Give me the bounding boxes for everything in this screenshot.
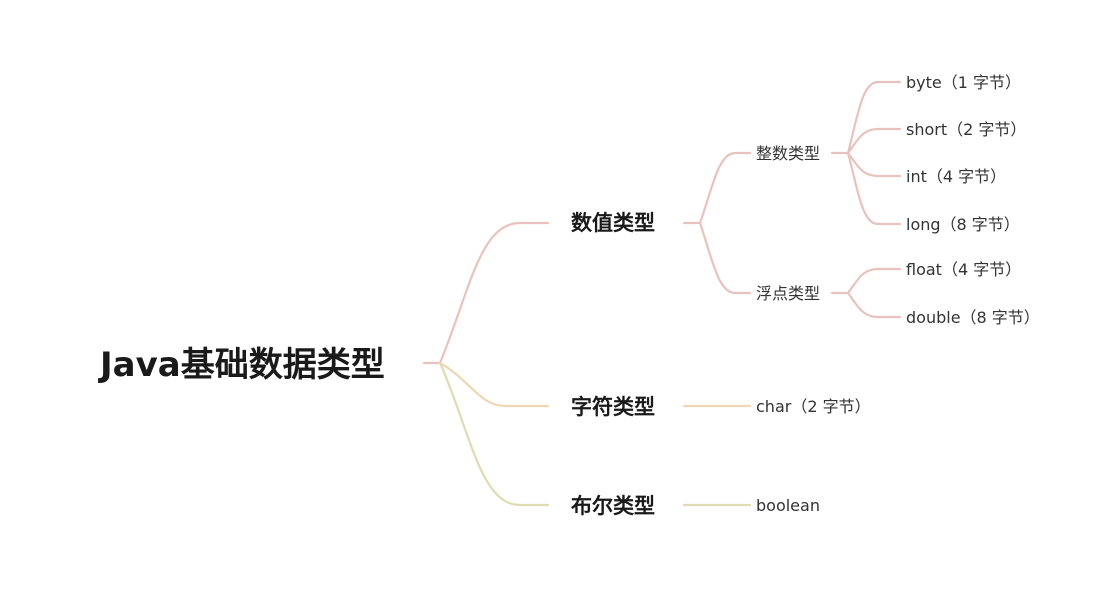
leaf-byte[interactable]: byte（1 字节） xyxy=(906,73,1021,92)
link-float-double xyxy=(846,291,902,319)
leaf-double[interactable]: double（8 字节） xyxy=(906,308,1040,327)
leaf-short[interactable]: short（2 字节） xyxy=(906,120,1026,139)
connectors xyxy=(422,80,902,507)
leaf-boolean[interactable]: boolean xyxy=(756,496,820,515)
link-root-numeric xyxy=(438,221,550,365)
link-numeric-integer xyxy=(698,151,752,225)
node-bool[interactable]: 布尔类型 xyxy=(571,494,655,518)
link-numeric-float xyxy=(698,221,752,295)
link-integer-byte xyxy=(846,80,902,155)
node-char[interactable]: 字符类型 xyxy=(571,395,655,419)
leaf-long[interactable]: long（8 字节） xyxy=(906,215,1020,234)
link-root-bool xyxy=(438,361,550,507)
nodes: Java基础数据类型 数值类型 字符类型 布尔类型 整数类型 浮点类型 byte… xyxy=(98,73,1040,518)
link-integer-long xyxy=(846,151,902,226)
link-integer-int xyxy=(846,151,902,178)
link-float-float xyxy=(846,267,902,295)
node-numeric[interactable]: 数值类型 xyxy=(571,211,655,235)
link-integer-short xyxy=(846,127,902,155)
node-float[interactable]: 浮点类型 xyxy=(756,284,820,303)
leaf-int[interactable]: int（4 字节） xyxy=(906,167,1006,186)
root-node[interactable]: Java基础数据类型 xyxy=(98,345,385,385)
link-root-char xyxy=(438,361,550,408)
leaf-char[interactable]: char（2 字节） xyxy=(756,397,871,416)
node-integer[interactable]: 整数类型 xyxy=(756,144,820,163)
leaf-float[interactable]: float（4 字节） xyxy=(906,260,1021,279)
